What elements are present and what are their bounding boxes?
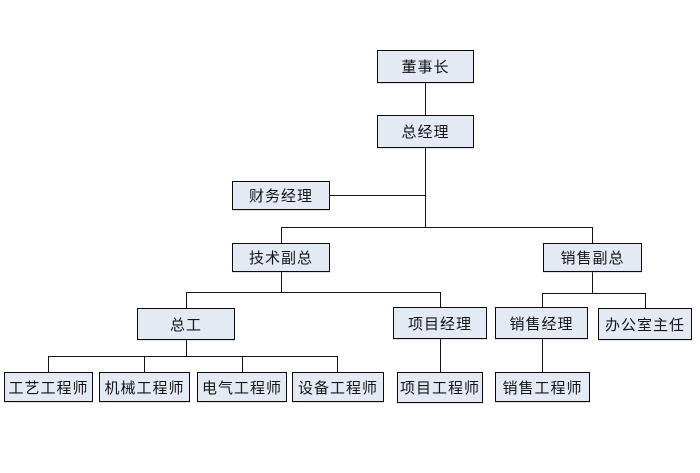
node-sales-vp: 销售副总 (543, 243, 642, 272)
connector-to-project-manager (440, 292, 441, 307)
connector-vp-split (281, 227, 593, 228)
connector-to-office-director (645, 293, 646, 308)
node-finance-manager: 财务经理 (232, 181, 330, 210)
node-technical-vp: 技术副总 (232, 243, 330, 272)
node-office-director: 办公室主任 (598, 308, 692, 340)
connector-pm-to-project-engineer (440, 339, 441, 372)
node-process-engineer: 工艺工程师 (4, 372, 93, 402)
connector-to-chief-engineer (186, 292, 187, 308)
node-chief-engineer: 总工 (137, 308, 235, 340)
node-mechanical-engineer: 机械工程师 (99, 372, 190, 402)
connector-to-sales-manager (542, 293, 543, 307)
connector-finance-branch (330, 195, 425, 196)
connector-sales-vp-trunk (592, 272, 593, 293)
connector-sales-split (542, 293, 646, 294)
connector-technical-vp-trunk (281, 272, 282, 292)
connector-chief-engineer-trunk (186, 340, 187, 356)
node-project-manager: 项目经理 (393, 307, 487, 339)
connector-engineer-split (48, 356, 338, 357)
node-electrical-engineer: 电气工程师 (197, 372, 287, 402)
connector-technical-split (186, 292, 441, 293)
connector-to-equipment-engineer (337, 356, 338, 372)
node-project-engineer: 项目工程师 (397, 372, 483, 403)
node-general-manager: 总经理 (377, 115, 474, 148)
connector-gm-trunk (425, 148, 426, 227)
connector-to-sales-vp (592, 227, 593, 243)
node-sales-manager: 销售经理 (495, 307, 588, 339)
connector-to-process-engineer (48, 356, 49, 372)
connector-to-electrical-engineer (242, 356, 243, 372)
node-chairman: 董事长 (377, 50, 474, 83)
connector-to-mechanical-engineer (144, 356, 145, 372)
connector-sm-to-sales-engineer (542, 339, 543, 372)
connector-to-technical-vp (281, 227, 282, 243)
connector-chairman-to-gm (425, 83, 426, 115)
node-sales-engineer: 销售工程师 (495, 372, 590, 402)
node-equipment-engineer: 设备工程师 (292, 372, 384, 402)
